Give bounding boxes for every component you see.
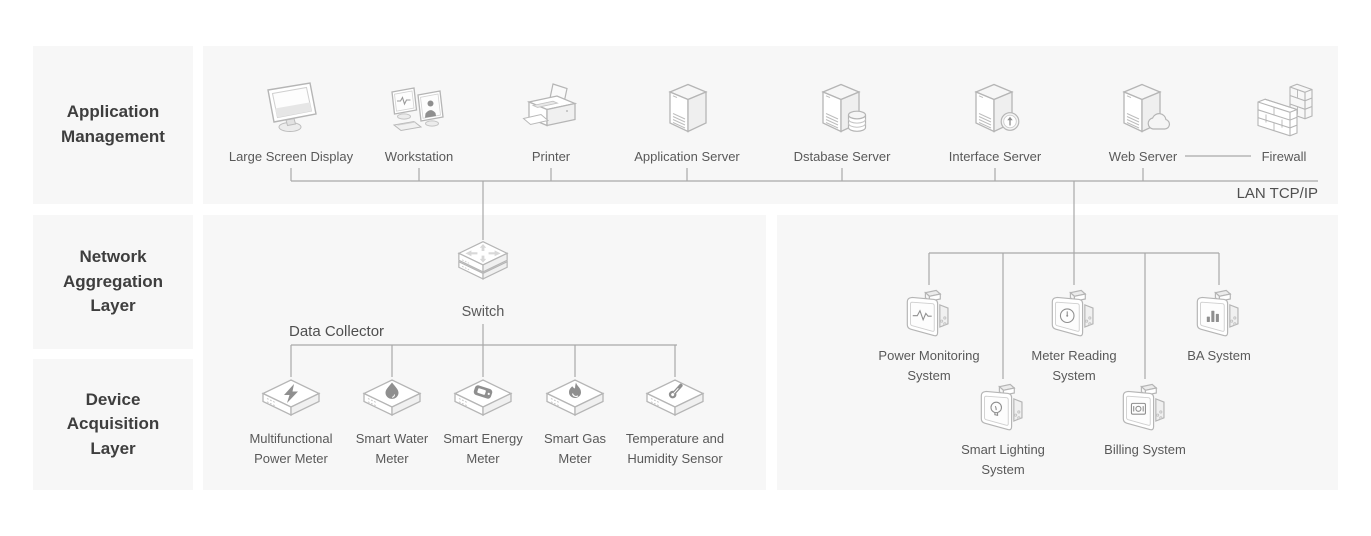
firewall-icon <box>1257 83 1313 137</box>
node-firewall: Firewall <box>1204 78 1364 167</box>
ba-system-icon <box>1196 289 1239 337</box>
node-web-server: Web Server <box>1063 78 1223 167</box>
node-smart-gas-meter: Smart Gas Meter <box>530 376 620 468</box>
node-label: Meter Reading System <box>1031 348 1117 383</box>
node-label: Switch <box>461 304 505 320</box>
node-meter-reading-system: Meter Reading System <box>1022 285 1126 385</box>
data-collector-label: Data Collector <box>289 323 385 340</box>
node-label: Smart Energy Meter <box>443 431 523 466</box>
large-screen-display-icon <box>267 82 317 132</box>
layer-title-text: Network Aggregation Layer <box>62 247 164 316</box>
node-power-monitoring-system: Power Monitoring System <box>871 285 987 385</box>
smart-lighting-icon <box>980 383 1023 431</box>
node-label: Interface Server <box>948 149 1042 164</box>
application-server-icon <box>668 83 708 133</box>
node-workstation: Workstation <box>344 78 494 167</box>
database-server-icon <box>821 83 867 133</box>
node-smart-lighting-system: Smart Lighting System <box>953 379 1053 479</box>
node-smart-energy-meter: Smart Energy Meter <box>435 376 531 468</box>
node-switch: Switch <box>453 238 513 324</box>
node-smart-water-meter: Smart Water Meter <box>344 376 440 468</box>
node-billing-system: Billing System <box>1080 379 1210 460</box>
node-label: BA System <box>1187 348 1251 363</box>
layer-title-text: Application Management <box>61 102 165 146</box>
node-label: Printer <box>531 149 571 164</box>
lan-tcpip-label: LAN TCP/IP <box>1236 185 1318 202</box>
node-database-server: Dstabase Server <box>762 78 922 167</box>
node-label: Smart Water Meter <box>355 431 429 466</box>
panel-subsystems-zone <box>777 215 1338 490</box>
node-label: Temperature and Humidity Sensor <box>625 431 725 466</box>
node-temp-humidity-sensor: Temperature and Humidity Sensor <box>609 376 741 468</box>
node-label: Multifunctional Power Meter <box>249 431 333 466</box>
node-interface-server: Interface Server <box>915 78 1075 167</box>
node-label: Dstabase Server <box>793 149 891 164</box>
layer-title-text: Device Acquisition Layer <box>66 389 160 458</box>
power-meter-icon <box>261 379 321 417</box>
sidebar-layer-application-management: Application Management <box>33 46 193 204</box>
meter-reading-icon <box>1051 289 1094 337</box>
switch-icon <box>457 241 509 280</box>
gas-meter-icon <box>545 379 605 417</box>
node-label: Application Server <box>634 149 740 164</box>
node-large-screen-display: Large Screen Display <box>216 78 366 167</box>
node-label: Smart Gas Meter <box>543 431 607 466</box>
workstation-icon <box>391 87 444 132</box>
node-application-server: Application Server <box>607 78 767 167</box>
node-label: Firewall <box>1261 149 1307 164</box>
billing-system-icon <box>1122 383 1165 431</box>
power-monitoring-icon <box>906 289 949 337</box>
sidebar-layer-network-aggregation: Network Aggregation Layer <box>33 215 193 349</box>
node-label: Power Monitoring System <box>878 348 980 383</box>
node-printer: Printer <box>476 78 626 167</box>
node-label: Large Screen Display <box>228 149 354 164</box>
node-label: Smart Lighting System <box>961 442 1045 477</box>
node-label: Workstation <box>384 149 454 164</box>
interface-server-icon <box>974 83 1020 133</box>
temp-humidity-sensor-icon <box>645 379 705 417</box>
sidebar-layer-device-acquisition: Device Acquisition Layer <box>33 359 193 490</box>
water-meter-icon <box>362 379 422 417</box>
node-label: Billing System <box>1104 442 1186 457</box>
node-ba-system: BA System <box>1159 285 1279 366</box>
energy-meter-icon <box>453 379 513 417</box>
web-server-icon <box>1122 83 1170 133</box>
node-label: Web Server <box>1108 149 1178 164</box>
node-multifunctional-power-meter: Multifunctional Power Meter <box>237 376 345 468</box>
printer-icon <box>522 83 578 127</box>
